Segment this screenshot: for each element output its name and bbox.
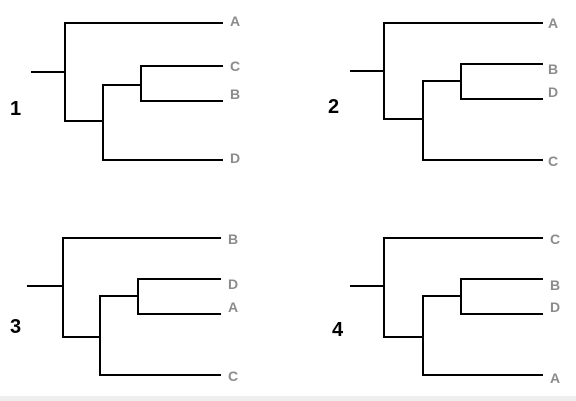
tree-3: B D A C 3 bbox=[10, 231, 238, 384]
tree-4-number: 4 bbox=[332, 319, 344, 341]
tree-4-leaf-label-2: B bbox=[550, 277, 560, 293]
tree-1-leaf-label-1: A bbox=[230, 13, 240, 29]
tree-1-leaf-label-2: C bbox=[230, 58, 240, 74]
tree-3-leaf-label-1: B bbox=[228, 231, 238, 247]
tree-4-leaf-label-1: C bbox=[550, 231, 560, 247]
tree-2-number: 2 bbox=[328, 96, 339, 118]
tree-2-leaf-label-3: D bbox=[548, 84, 558, 100]
tree-4-leaf-label-4: A bbox=[550, 370, 560, 386]
bottom-border-strip bbox=[0, 396, 576, 401]
tree-1-leaf-label-3: B bbox=[230, 86, 240, 102]
tree-2-leaf-label-1: A bbox=[548, 15, 558, 31]
tree-1-number: 1 bbox=[10, 98, 21, 120]
tree-1-leaf-label-4: D bbox=[230, 150, 240, 166]
tree-3-number: 3 bbox=[10, 316, 21, 338]
tree-2: A B D C 2 bbox=[328, 15, 558, 169]
tree-3-leaf-label-2: D bbox=[228, 276, 238, 292]
tree-2-leaf-label-4: C bbox=[548, 153, 558, 169]
tree-4: C B D A 4 bbox=[332, 231, 560, 386]
tree-3-leaf-label-4: C bbox=[228, 368, 238, 384]
tree-2-leaf-label-2: B bbox=[548, 61, 558, 77]
tree-4-leaf-label-3: D bbox=[550, 299, 560, 315]
tree-1: A C B D 1 bbox=[10, 13, 240, 166]
tree-3-leaf-label-3: A bbox=[228, 299, 238, 315]
